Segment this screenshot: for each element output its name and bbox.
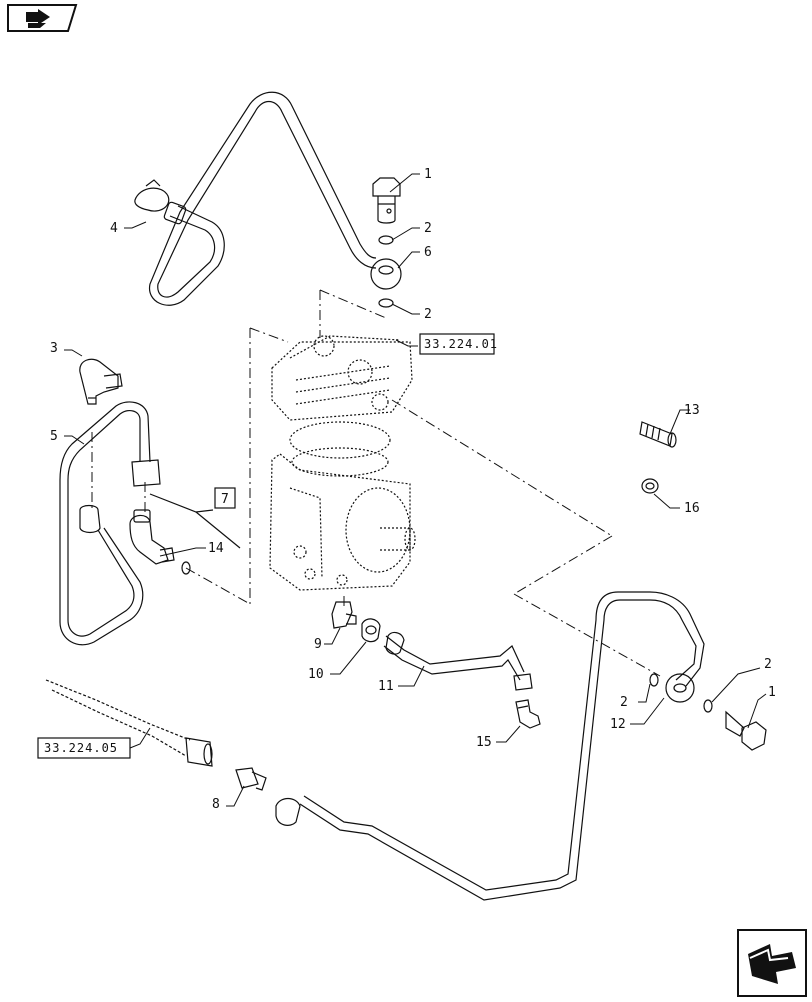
washer-12a xyxy=(649,673,659,687)
pipe-nut xyxy=(275,797,301,826)
back-page-icon xyxy=(7,4,78,32)
callout-labels: 1 2 6 2 4 3 5 7 14 13 16 9 10 11 15 2 2 … xyxy=(44,167,776,812)
callout-6: 6 xyxy=(424,245,432,260)
ref-box-line xyxy=(37,737,131,759)
previous-page-button[interactable] xyxy=(6,3,78,33)
next-page-button[interactable] xyxy=(736,928,808,998)
connector-8 xyxy=(235,767,267,791)
ref-label-line: 33.224.05 xyxy=(44,741,118,755)
callout-11: 11 xyxy=(378,679,394,694)
callout-8: 8 xyxy=(212,797,220,812)
washer-16 xyxy=(641,478,659,494)
callout-4: 4 xyxy=(110,221,118,236)
flex-hose-loop xyxy=(59,401,161,646)
elbow-fitting-15 xyxy=(515,699,541,729)
callout-2-lower: 2 xyxy=(424,307,432,322)
long-air-pipe xyxy=(299,591,705,901)
assembly-centerlines xyxy=(91,289,661,677)
banjo-fitting xyxy=(370,258,402,290)
banjo-bolt-top xyxy=(372,177,401,224)
hose-33-224-05 xyxy=(45,679,191,757)
callout-2-near-12: 2 xyxy=(620,695,628,710)
tube-11 xyxy=(383,631,533,691)
leader-7a xyxy=(149,493,214,513)
callout-1-lower: 1 xyxy=(768,685,776,700)
callout-1-top: 1 xyxy=(424,167,432,182)
callout-9: 9 xyxy=(314,637,322,652)
hose-end-fitting xyxy=(185,737,213,767)
upper-air-pipe xyxy=(149,91,377,306)
elbow-fitting-left xyxy=(79,358,123,405)
callout-14: 14 xyxy=(208,541,224,556)
o-ring-14 xyxy=(181,561,191,575)
callout-2-right: 2 xyxy=(764,657,772,672)
ref-box-7 xyxy=(214,487,236,509)
banjo-bolt-lower xyxy=(725,710,767,751)
elbow-fitting-14 xyxy=(129,509,175,565)
callout-16: 16 xyxy=(684,501,700,516)
callout-15: 15 xyxy=(476,735,492,750)
ref-box-compressor xyxy=(419,333,495,355)
plug-13 xyxy=(639,421,677,448)
callout-12: 12 xyxy=(610,717,626,732)
nut-fitting-10 xyxy=(361,618,381,643)
washer-12b xyxy=(703,699,713,713)
callout-leaders xyxy=(64,173,767,807)
callout-13: 13 xyxy=(684,403,700,418)
leader-7b xyxy=(195,511,241,549)
washer-lower xyxy=(378,298,394,308)
elbow-fitting-9 xyxy=(331,601,357,629)
washer-top xyxy=(378,235,394,245)
callout-7: 7 xyxy=(221,492,229,507)
hose-clamp-part xyxy=(134,179,187,225)
callout-10: 10 xyxy=(308,667,324,682)
air-compressor xyxy=(269,335,416,591)
callout-3: 3 xyxy=(50,341,58,356)
next-page-icon xyxy=(737,929,807,997)
callout-5: 5 xyxy=(50,429,58,444)
callout-2-top: 2 xyxy=(424,221,432,236)
ref-label-compressor: 33.224.01 xyxy=(424,337,498,351)
